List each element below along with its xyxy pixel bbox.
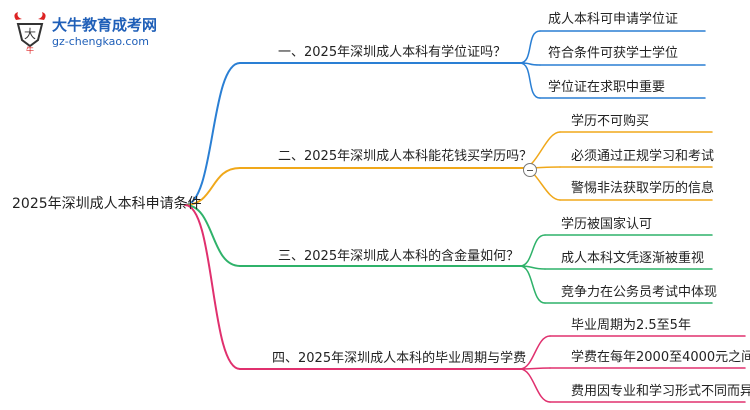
leaf-connector-4-3 [519,368,551,403]
leaf-node-4-2[interactable]: 学费在每年2000至4000元之间 [571,350,750,365]
leaf-node-1-3[interactable]: 学位证在求职中重要 [548,80,666,95]
collapse-toggle-icon[interactable] [523,163,537,177]
branch-connector-1 [184,62,241,206]
leaf-node-3-2[interactable]: 成人本科文凭逐渐被重视 [561,251,705,266]
leaf-node-1-1[interactable]: 成人本科可申请学位证 [548,12,679,27]
leaf-connector-3-1 [519,234,546,267]
leaf-node-3-1[interactable]: 学历被国家认可 [561,217,653,232]
branch-node-4[interactable]: 四、2025年深圳成人本科的毕业周期与学费 [272,351,527,366]
bull-logo-icon: 大 牛 [14,12,46,54]
leaf-connector-1-1 [519,30,541,64]
leaf-node-4-1[interactable]: 毕业周期为2.5至5年 [571,318,691,333]
branch-node-3[interactable]: 三、2025年深圳成人本科的含金量如何？ [278,249,520,264]
branch-connector-3 [184,204,241,267]
leaf-node-4-3[interactable]: 费用因专业和学习形式不同而异 [571,384,750,399]
root-node[interactable]: 2025年深圳成人本科申请条件 [12,196,202,212]
leaf-node-2-2[interactable]: 必须通过正规学习和考试 [571,149,715,164]
svg-text:大: 大 [24,27,36,41]
branch-node-2[interactable]: 二、2025年深圳成人本科能花钱买学历吗？ [278,149,533,164]
site-logo[interactable]: 大 牛 大牛教育成考网 gz-chengkao.com [10,10,190,56]
logo-title: 大牛教育成考网 [52,16,158,34]
leaf-connector-1-3 [519,62,541,99]
svg-text:牛: 牛 [26,45,34,54]
branch-connector-2 [184,167,241,206]
leaf-node-3-3[interactable]: 竞争力在公务员考试中体现 [561,285,718,300]
leaf-connector-3-3 [519,265,546,304]
leaf-connector-4-1 [519,335,551,370]
branch-connector-4 [184,204,241,370]
logo-url: gz-chengkao.com [52,35,149,48]
leaf-node-2-3[interactable]: 警惕非法获取学历的信息 [571,181,715,196]
branch-node-1[interactable]: 一、2025年深圳成人本科有学位证吗？ [278,45,507,60]
leaf-node-2-1[interactable]: 学历不可购买 [571,114,650,129]
leaf-node-1-2[interactable]: 符合条件可获学士学位 [548,46,679,61]
